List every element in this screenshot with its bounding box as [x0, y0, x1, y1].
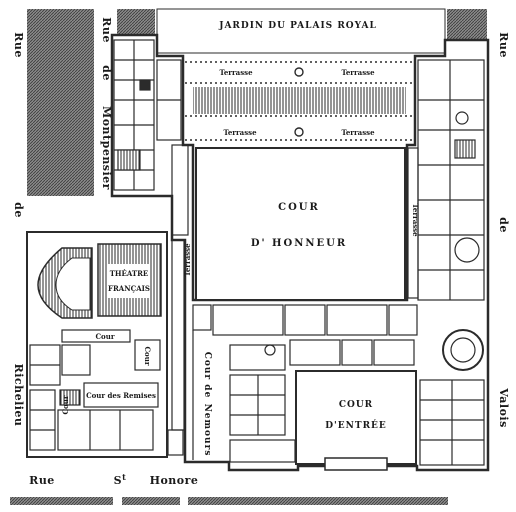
entree-gate: [324, 457, 388, 471]
label-cour-theatre: Cour: [95, 332, 114, 341]
terrace-hatched-strip: [193, 87, 406, 114]
label-cour-entree-1: COUR: [339, 400, 373, 410]
street-rue-montpensier: Rue: [100, 17, 113, 43]
street-de-east: de: [497, 217, 510, 233]
west-wing: [113, 39, 189, 236]
street-rue-south: Rue: [29, 474, 55, 487]
label-francais: FRANÇAIS: [108, 284, 150, 293]
street-montpensier: Montpensier: [100, 106, 113, 190]
label-terrasse-4: Terrasse: [341, 128, 375, 137]
label-cour-des-remises: Cour des Remises: [86, 391, 156, 400]
theatre-block: [26, 231, 168, 458]
street-de-montpensier: de: [100, 65, 113, 81]
label-terrasse-1: Terrasse: [219, 68, 253, 77]
street-rue-east: Rue: [497, 32, 510, 58]
cour-d-entree: [295, 370, 417, 465]
street-st-S: S: [114, 474, 122, 487]
block-south-right: [188, 497, 448, 505]
east-wing: [407, 59, 485, 301]
label-terrasse-west: Terrasse: [183, 243, 192, 277]
label-terrasse-2: Terrasse: [341, 68, 375, 77]
label-terrasse-3: Terrasse: [223, 128, 257, 137]
label-cour-de: Cour de: [202, 352, 212, 399]
street-honore: Honore: [150, 474, 199, 487]
terrace-fountain-north: [294, 67, 304, 77]
street-rue-west: Rue: [12, 32, 25, 58]
block-north-small: [117, 9, 155, 34]
label-cour-entree-2: D'ENTRÉE: [325, 419, 387, 431]
south-wing: [192, 304, 418, 463]
block-south-mid: [122, 497, 180, 505]
label-cour-honneur-2: D' HONNEUR: [251, 238, 347, 249]
street-st-sup: t: [122, 472, 126, 482]
label-theatre: THÉATRE: [110, 269, 149, 278]
label-cour-east-vertical: Cour: [143, 346, 152, 365]
block-northeast: [447, 9, 487, 39]
street-de-west: de: [12, 202, 25, 218]
theatre-label-box: [108, 264, 150, 298]
block-south-left: [10, 497, 113, 505]
garden-border: [156, 8, 446, 54]
block-west: [27, 9, 94, 196]
street-richelieu: Richelieu: [12, 364, 25, 427]
nemours-passage: [167, 239, 194, 460]
street-st: St: [114, 472, 127, 487]
cour-d-honneur: [195, 147, 406, 301]
theatre-service-rooms: [29, 329, 161, 451]
label-jardin: JARDIN DU PALAIS ROYAL: [218, 21, 377, 31]
label-nemours: Nemours: [202, 404, 212, 457]
southeast-rooms: [419, 329, 485, 466]
label-cour-honneur-1: COUR: [278, 202, 320, 213]
terrace-fountain-south: [294, 127, 304, 137]
label-cour-west-vertical: Cour: [61, 395, 70, 414]
label-terrasse-east: Terrasse: [411, 203, 420, 237]
street-valois: Valois: [497, 387, 510, 428]
theatre-stalls: [55, 257, 91, 311]
